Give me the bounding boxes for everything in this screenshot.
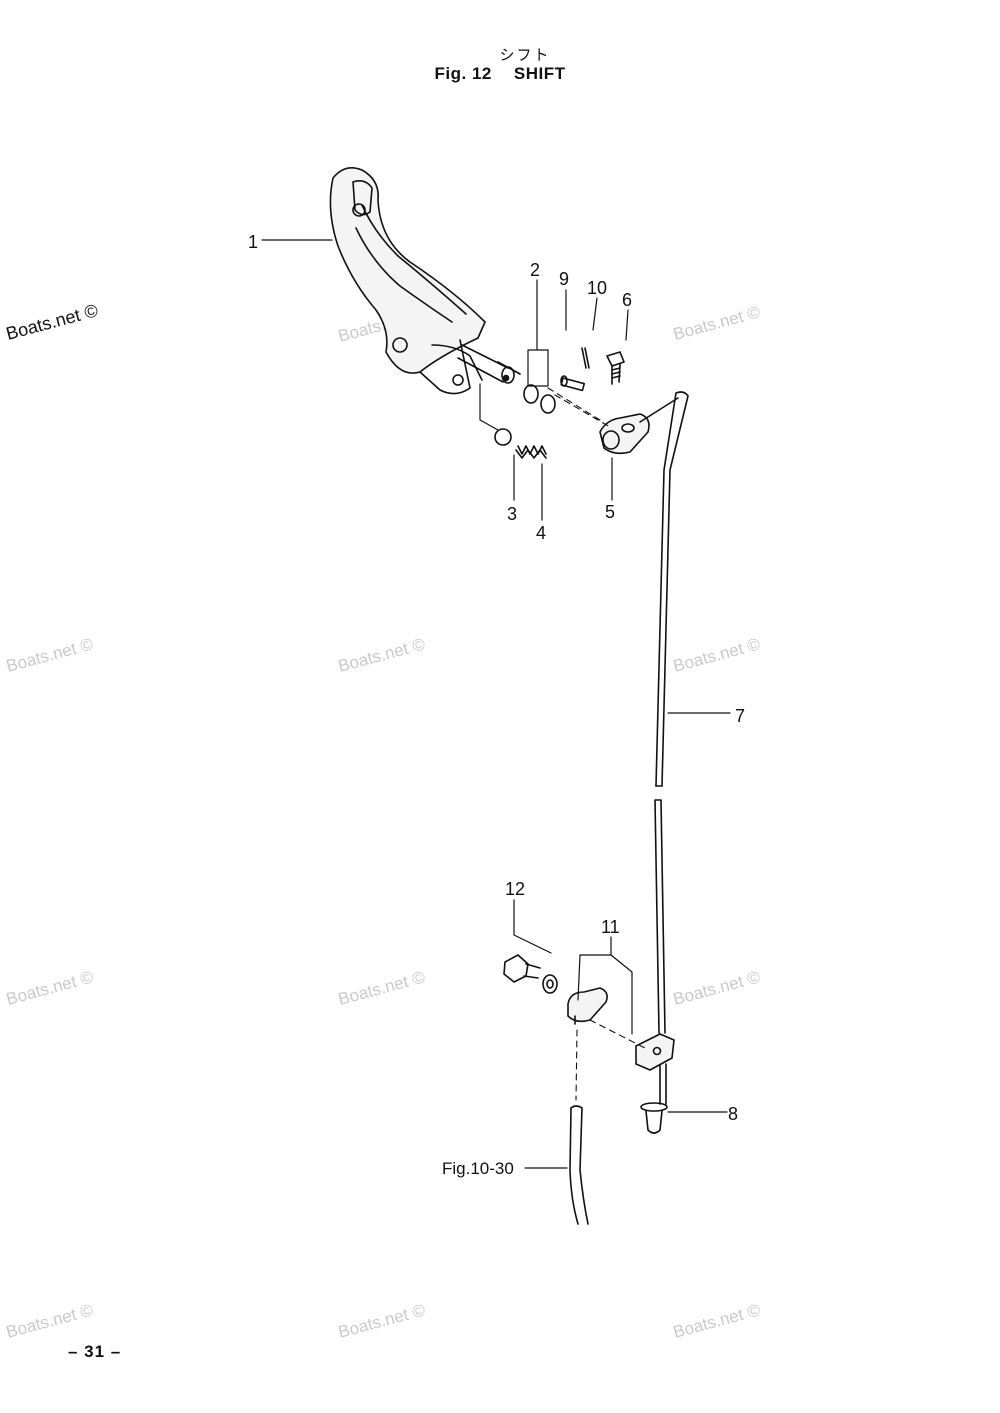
watermark: Boats.net ©	[4, 1300, 95, 1342]
reference-fig-10-30: Fig.10-30	[442, 1159, 514, 1178]
callout-11: 11	[601, 917, 620, 937]
cotter-pin	[581, 347, 590, 369]
watermark: Boats.net ©	[671, 967, 762, 1009]
o-rings	[523, 384, 556, 414]
watermarks: Boats.net © Boats.net © Boats.net © Boat…	[4, 300, 763, 1342]
figure-title-text: SHIFT	[513, 64, 566, 83]
watermark: Boats.net ©	[336, 967, 427, 1009]
title-japanese: シフト	[499, 46, 551, 64]
callout-7: 7	[735, 706, 745, 726]
leader-lines	[261, 239, 731, 1169]
watermark: Boats.net ©	[4, 634, 95, 676]
lower-rod	[569, 1105, 589, 1225]
watermark: Boats.net ©	[671, 634, 762, 676]
shift-rod-upper	[655, 391, 689, 787]
callout-4: 4	[536, 523, 546, 543]
callout-10: 10	[587, 278, 607, 298]
page-number: – 31 –	[68, 1342, 122, 1361]
callout-5: 5	[605, 502, 615, 522]
callout-1: 1	[248, 232, 258, 252]
ball	[494, 428, 512, 446]
callout-8: 8	[728, 1104, 738, 1124]
watermark: Boats.net ©	[4, 300, 100, 344]
watermark: Boats.net ©	[671, 1300, 762, 1342]
screw	[606, 351, 625, 385]
shift-rod-lower	[654, 799, 667, 1105]
spring	[515, 445, 547, 459]
shift-arm	[599, 397, 679, 455]
bushing	[640, 1102, 668, 1134]
callout-9: 9	[559, 269, 569, 289]
shift-lever	[329, 167, 521, 395]
figure-title: Fig. 12 SHIFT	[0, 64, 1000, 84]
watermark: Boats.net ©	[4, 967, 95, 1009]
callouts: 1 2 9 10 6 3 4 5 7 12 11 8 Fig.10-30	[248, 232, 745, 1178]
assembly-lines	[547, 387, 646, 1101]
callout-12: 12	[505, 879, 525, 899]
pin	[560, 375, 586, 392]
callout-2: 2	[530, 260, 540, 280]
figure-number: Fig. 12	[434, 64, 492, 83]
watermark: Boats.net ©	[671, 302, 762, 344]
watermark: Boats.net ©	[336, 1300, 427, 1342]
watermark: Boats.net ©	[336, 634, 427, 676]
callout-3: 3	[507, 504, 517, 524]
bolt	[503, 954, 558, 994]
callout-6: 6	[622, 290, 632, 310]
